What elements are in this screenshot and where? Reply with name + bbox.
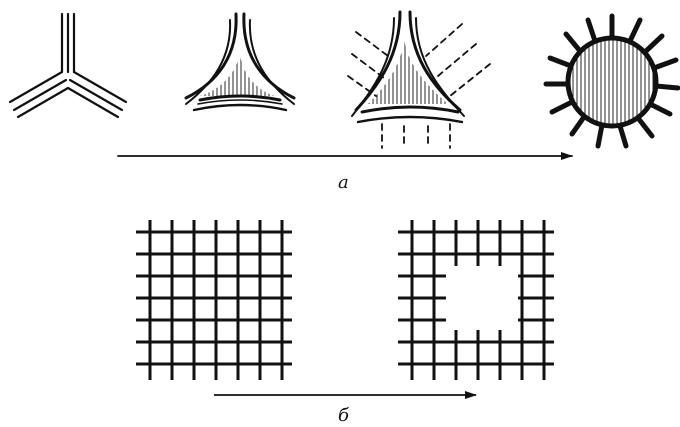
lattice-grid-with-vacancy [398,220,554,380]
panel-a-label: а [338,174,349,192]
stage-3-pore-with-flux [348,12,490,148]
stage-2-small-pore [186,14,294,110]
panel-b [136,220,554,395]
stage-4-spherical-pore [546,16,678,146]
panel-b-label: б [338,407,349,425]
panel-a [10,12,678,156]
full-lattice-grid [136,220,292,380]
stage-1-triple-junction [10,14,126,117]
